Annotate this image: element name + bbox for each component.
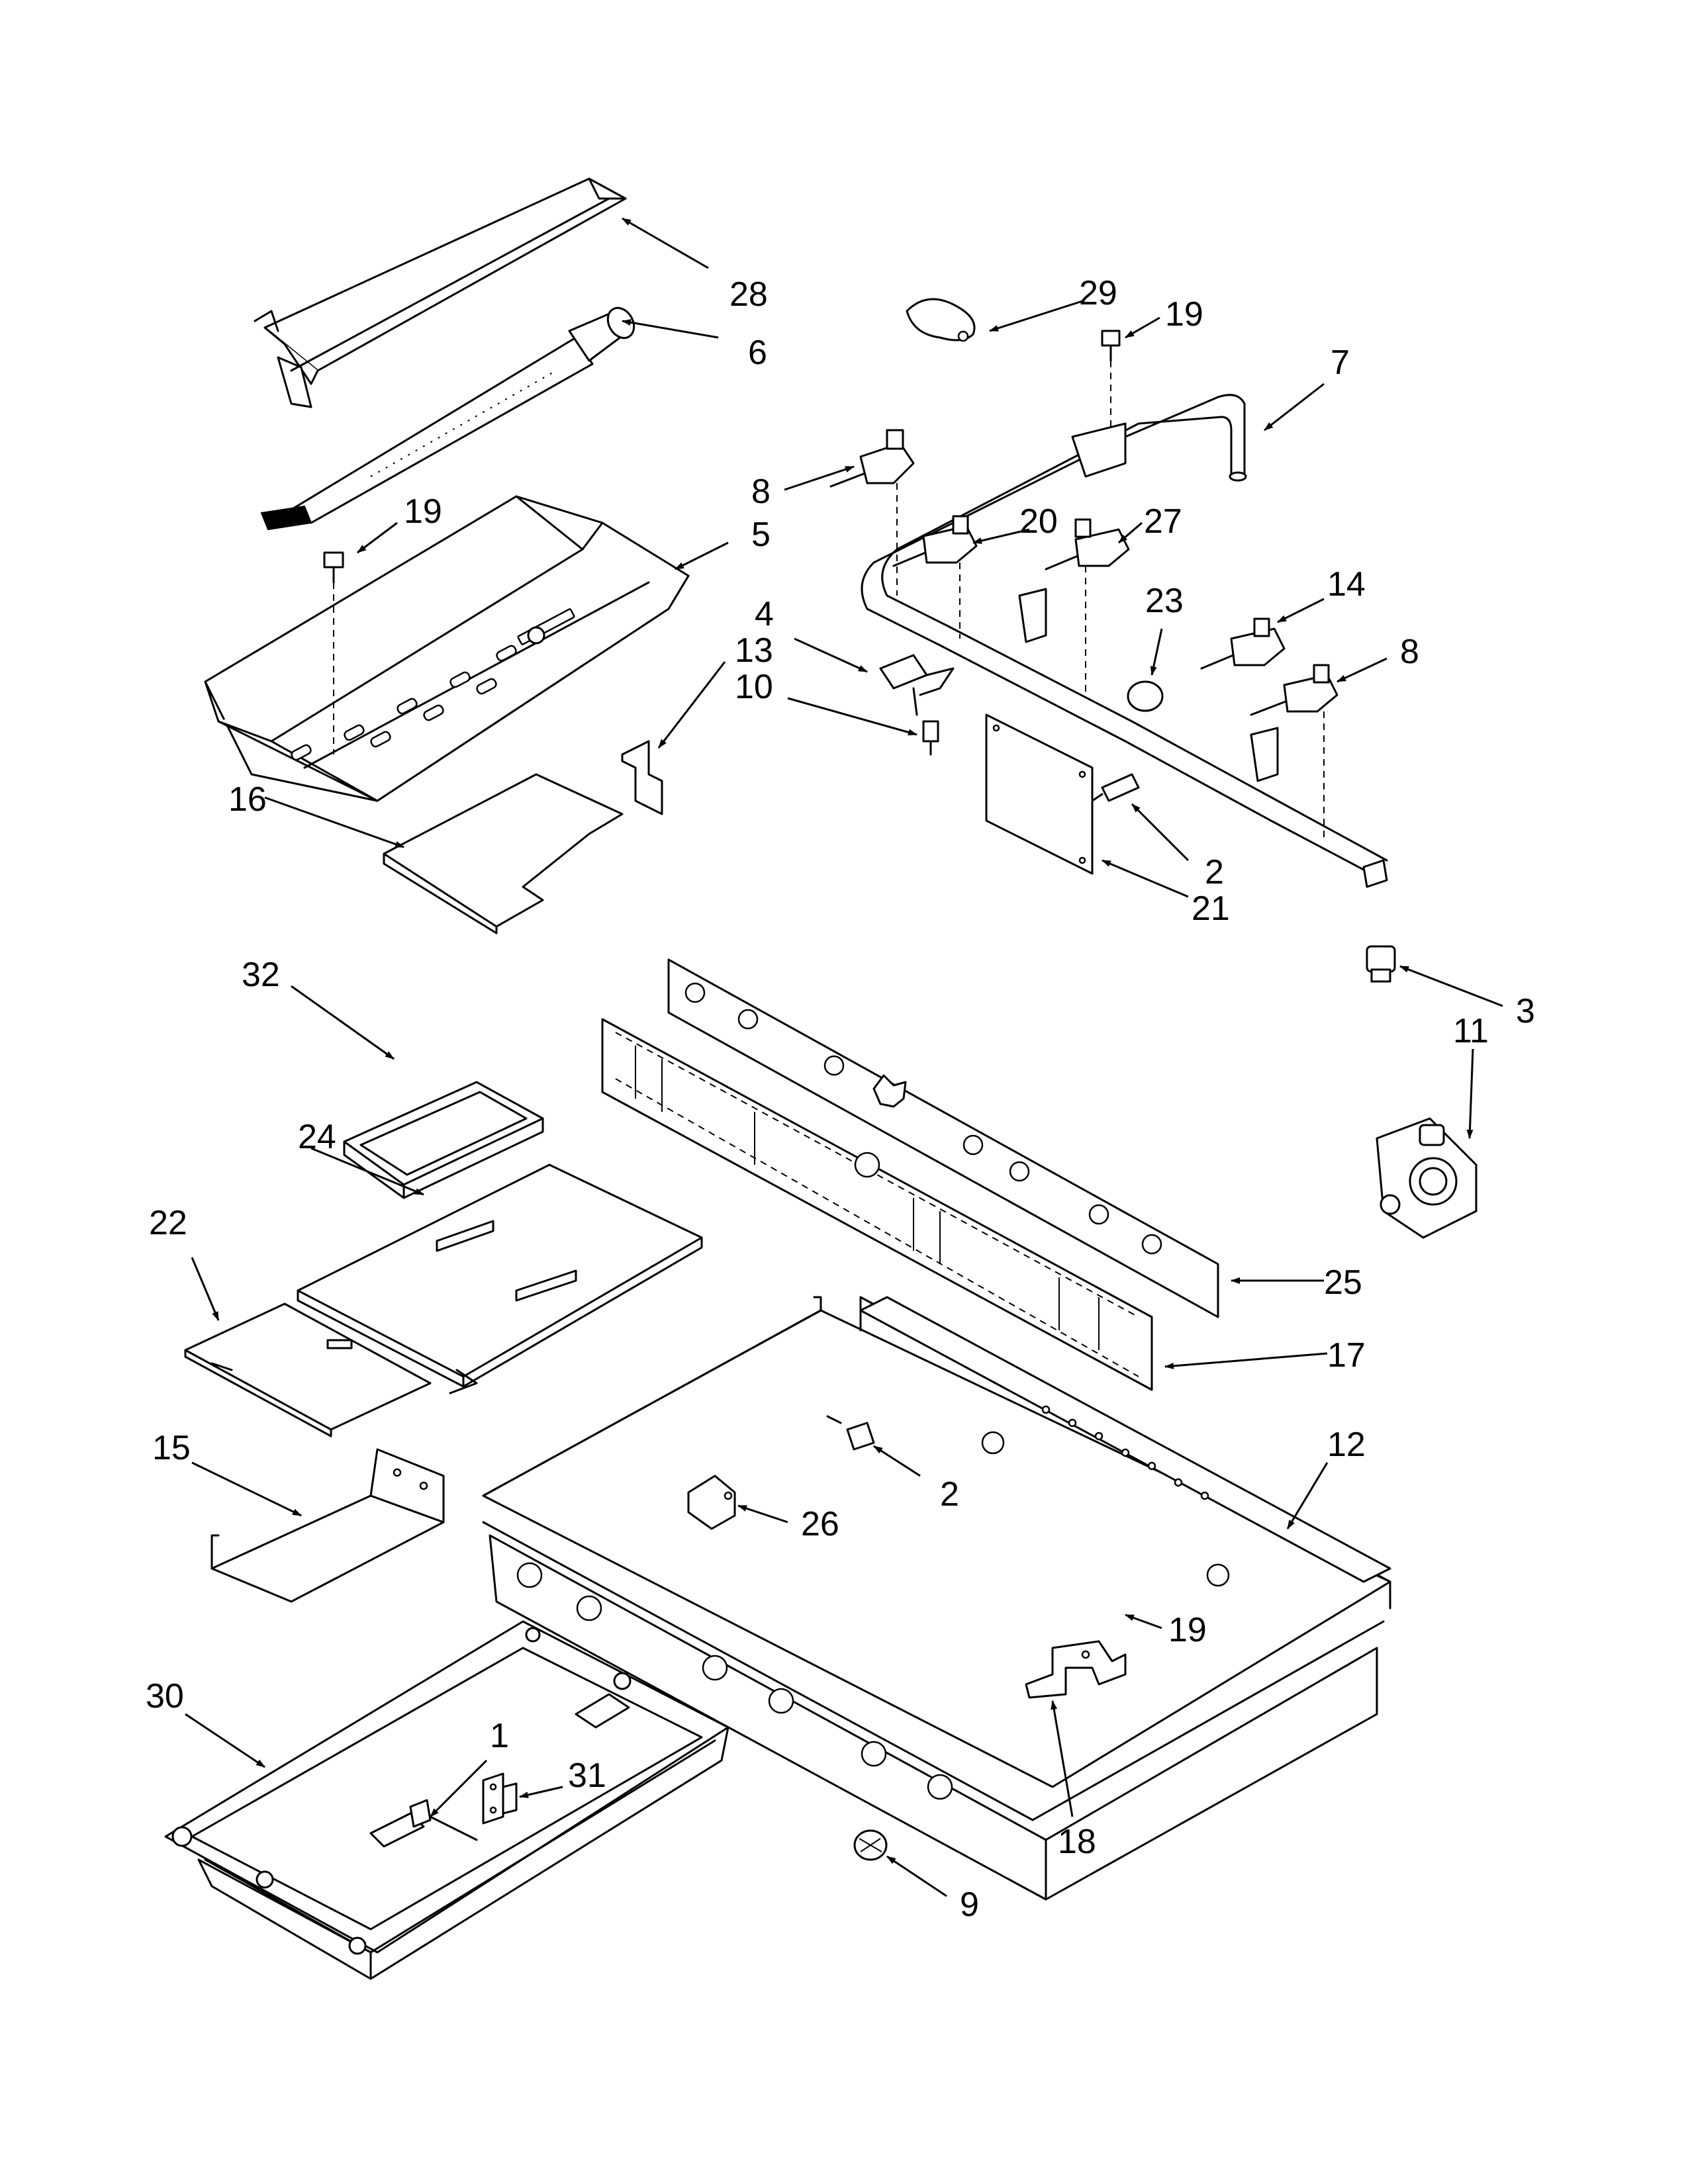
part-19-screw-left [323,551,344,754]
part-8-valve-top [829,429,915,596]
callout-19: 19 [404,492,442,531]
callout-labels: 28 6 19 5 29 19 7 8 20 27 23 14 8 4 13 1… [146,274,1535,1924]
callout-15: 15 [152,1429,191,1467]
callout-11: 11 [1453,1012,1489,1050]
part-18-bracket [1025,1640,1127,1699]
callout-9: 9 [960,1886,979,1924]
part-30-housing [164,1620,729,1980]
callout-3: 3 [1516,992,1535,1030]
callout-1: 1 [490,1717,509,1755]
part-7-manifold [861,394,1388,888]
callout-24: 24 [298,1118,336,1156]
part-13-bracket [621,740,663,815]
part-5-burner-box [204,495,690,802]
callout-10: 10 [735,668,773,706]
part-31-bracket [482,1772,518,1825]
part-8-valve-right [1250,664,1338,841]
part-16-heat-shield [383,773,624,934]
callout-19: 19 [1168,1611,1207,1649]
part-9-knob [853,1829,888,1861]
callout-2: 2 [940,1475,959,1514]
part-6-burner-tube [260,306,635,531]
callout-5: 5 [751,516,771,554]
callout-7: 7 [1331,343,1350,382]
part-21-cover-plate [985,713,1094,875]
callout-18: 18 [1058,1823,1096,1861]
callout-26: 26 [801,1505,839,1543]
part-25-panel-strip [667,958,1219,1318]
callout-2: 2 [1205,853,1224,891]
part-23-disc [1127,680,1164,712]
part-2-screw-lower [826,1415,875,1451]
callout-29: 29 [1079,274,1117,312]
callout-6: 6 [748,334,767,372]
part-28-burner-cover [254,177,627,408]
part-4-clip [879,654,955,716]
callout-17: 17 [1327,1336,1366,1375]
callout-22: 22 [149,1204,187,1242]
callout-28: 28 [729,275,768,314]
part-11-regulator [1376,1117,1477,1239]
part-10-screw [922,720,939,756]
callout-4: 4 [755,595,774,633]
callout-12: 12 [1327,1426,1366,1464]
callout-27: 27 [1144,502,1182,541]
part-29-gasket [906,298,976,342]
callout-25: 25 [1324,1263,1362,1302]
callout-14: 14 [1327,565,1366,604]
part-24-cover-plate [297,1163,703,1394]
part-17-overlay [601,1018,1153,1391]
callout-13: 13 [735,631,773,670]
callout-8: 8 [1400,633,1419,671]
callout-23: 23 [1145,582,1184,620]
callout-31: 31 [568,1756,606,1795]
part-1-igniter [369,1799,478,1848]
part-15-bracket [211,1448,445,1603]
callout-21: 21 [1192,889,1230,928]
callout-8: 8 [751,473,771,511]
part-27-valve [1045,518,1130,695]
part-14-valve [1200,617,1286,670]
part-26-switch [687,1475,736,1530]
leader-lines [185,217,1503,1897]
part-12-chassis [482,1296,1391,1901]
part-3-fitting [1366,945,1396,983]
part-32-drip-tray [343,1081,544,1199]
callout-19: 19 [1165,295,1203,334]
part-22-small-plate [184,1302,432,1437]
callout-32: 32 [242,956,280,994]
part-19-screw-top [1101,330,1121,430]
part-20-valve [892,515,978,639]
callout-16: 16 [228,780,267,819]
callout-30: 30 [146,1677,184,1715]
callout-20: 20 [1019,502,1058,541]
part-2-screw-upper [1091,773,1140,802]
